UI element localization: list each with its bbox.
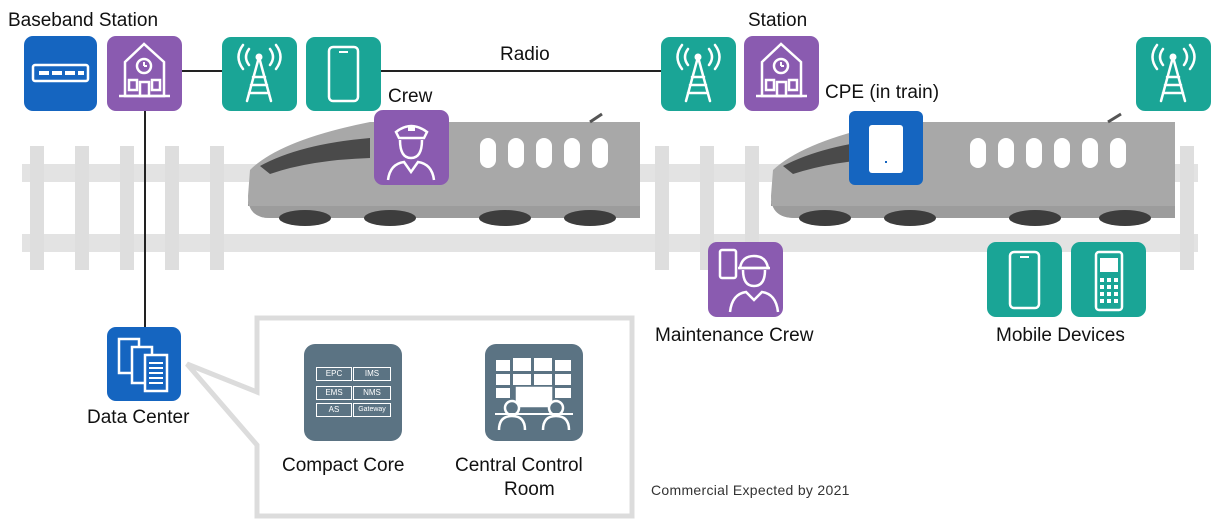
cell-tower-icon xyxy=(661,37,736,111)
central-control-room-label: Room xyxy=(504,479,555,500)
feature-phone-icon xyxy=(1071,242,1146,317)
cell-tower-icon xyxy=(222,37,297,111)
smartphone-icon xyxy=(306,37,381,111)
cell-tower-icon xyxy=(1136,37,1211,111)
smartphone-icon xyxy=(987,242,1062,317)
server-icon xyxy=(24,36,97,111)
gateway-module: Gateway xyxy=(353,403,391,417)
maintenance-crew-label: Maintenance Crew xyxy=(655,325,814,346)
data-center-label: Data Center xyxy=(87,407,190,428)
data-center-icon xyxy=(107,327,181,401)
train-right xyxy=(771,112,1175,226)
ems-module: EMS xyxy=(316,386,352,400)
control-room-icon xyxy=(485,344,583,441)
baseband-station-label: Baseband Station xyxy=(8,10,159,31)
station-building-icon xyxy=(744,36,819,111)
radio-label: Radio xyxy=(500,44,550,65)
epc-module: EPC xyxy=(316,367,352,381)
worker-icon xyxy=(708,242,783,317)
compact-core-label: Compact Core xyxy=(282,455,405,476)
compact-core-icon: EPC IMS EMS NMS AS Gateway xyxy=(304,344,402,441)
commercial-note: Commercial Expected by 2021 xyxy=(651,482,850,498)
as-module: AS xyxy=(316,403,352,417)
mobile-devices-label: Mobile Devices xyxy=(996,325,1125,346)
cpe-icon xyxy=(849,111,923,185)
cpe-label: CPE (in train) xyxy=(825,82,940,103)
station-building-icon xyxy=(107,36,182,111)
crew-label: Crew xyxy=(388,86,433,107)
station-label: Station xyxy=(748,10,808,31)
nms-module: NMS xyxy=(353,386,391,400)
central-control-label: Central Control xyxy=(455,455,583,476)
conductor-icon xyxy=(374,110,449,185)
ims-module: IMS xyxy=(353,367,391,381)
